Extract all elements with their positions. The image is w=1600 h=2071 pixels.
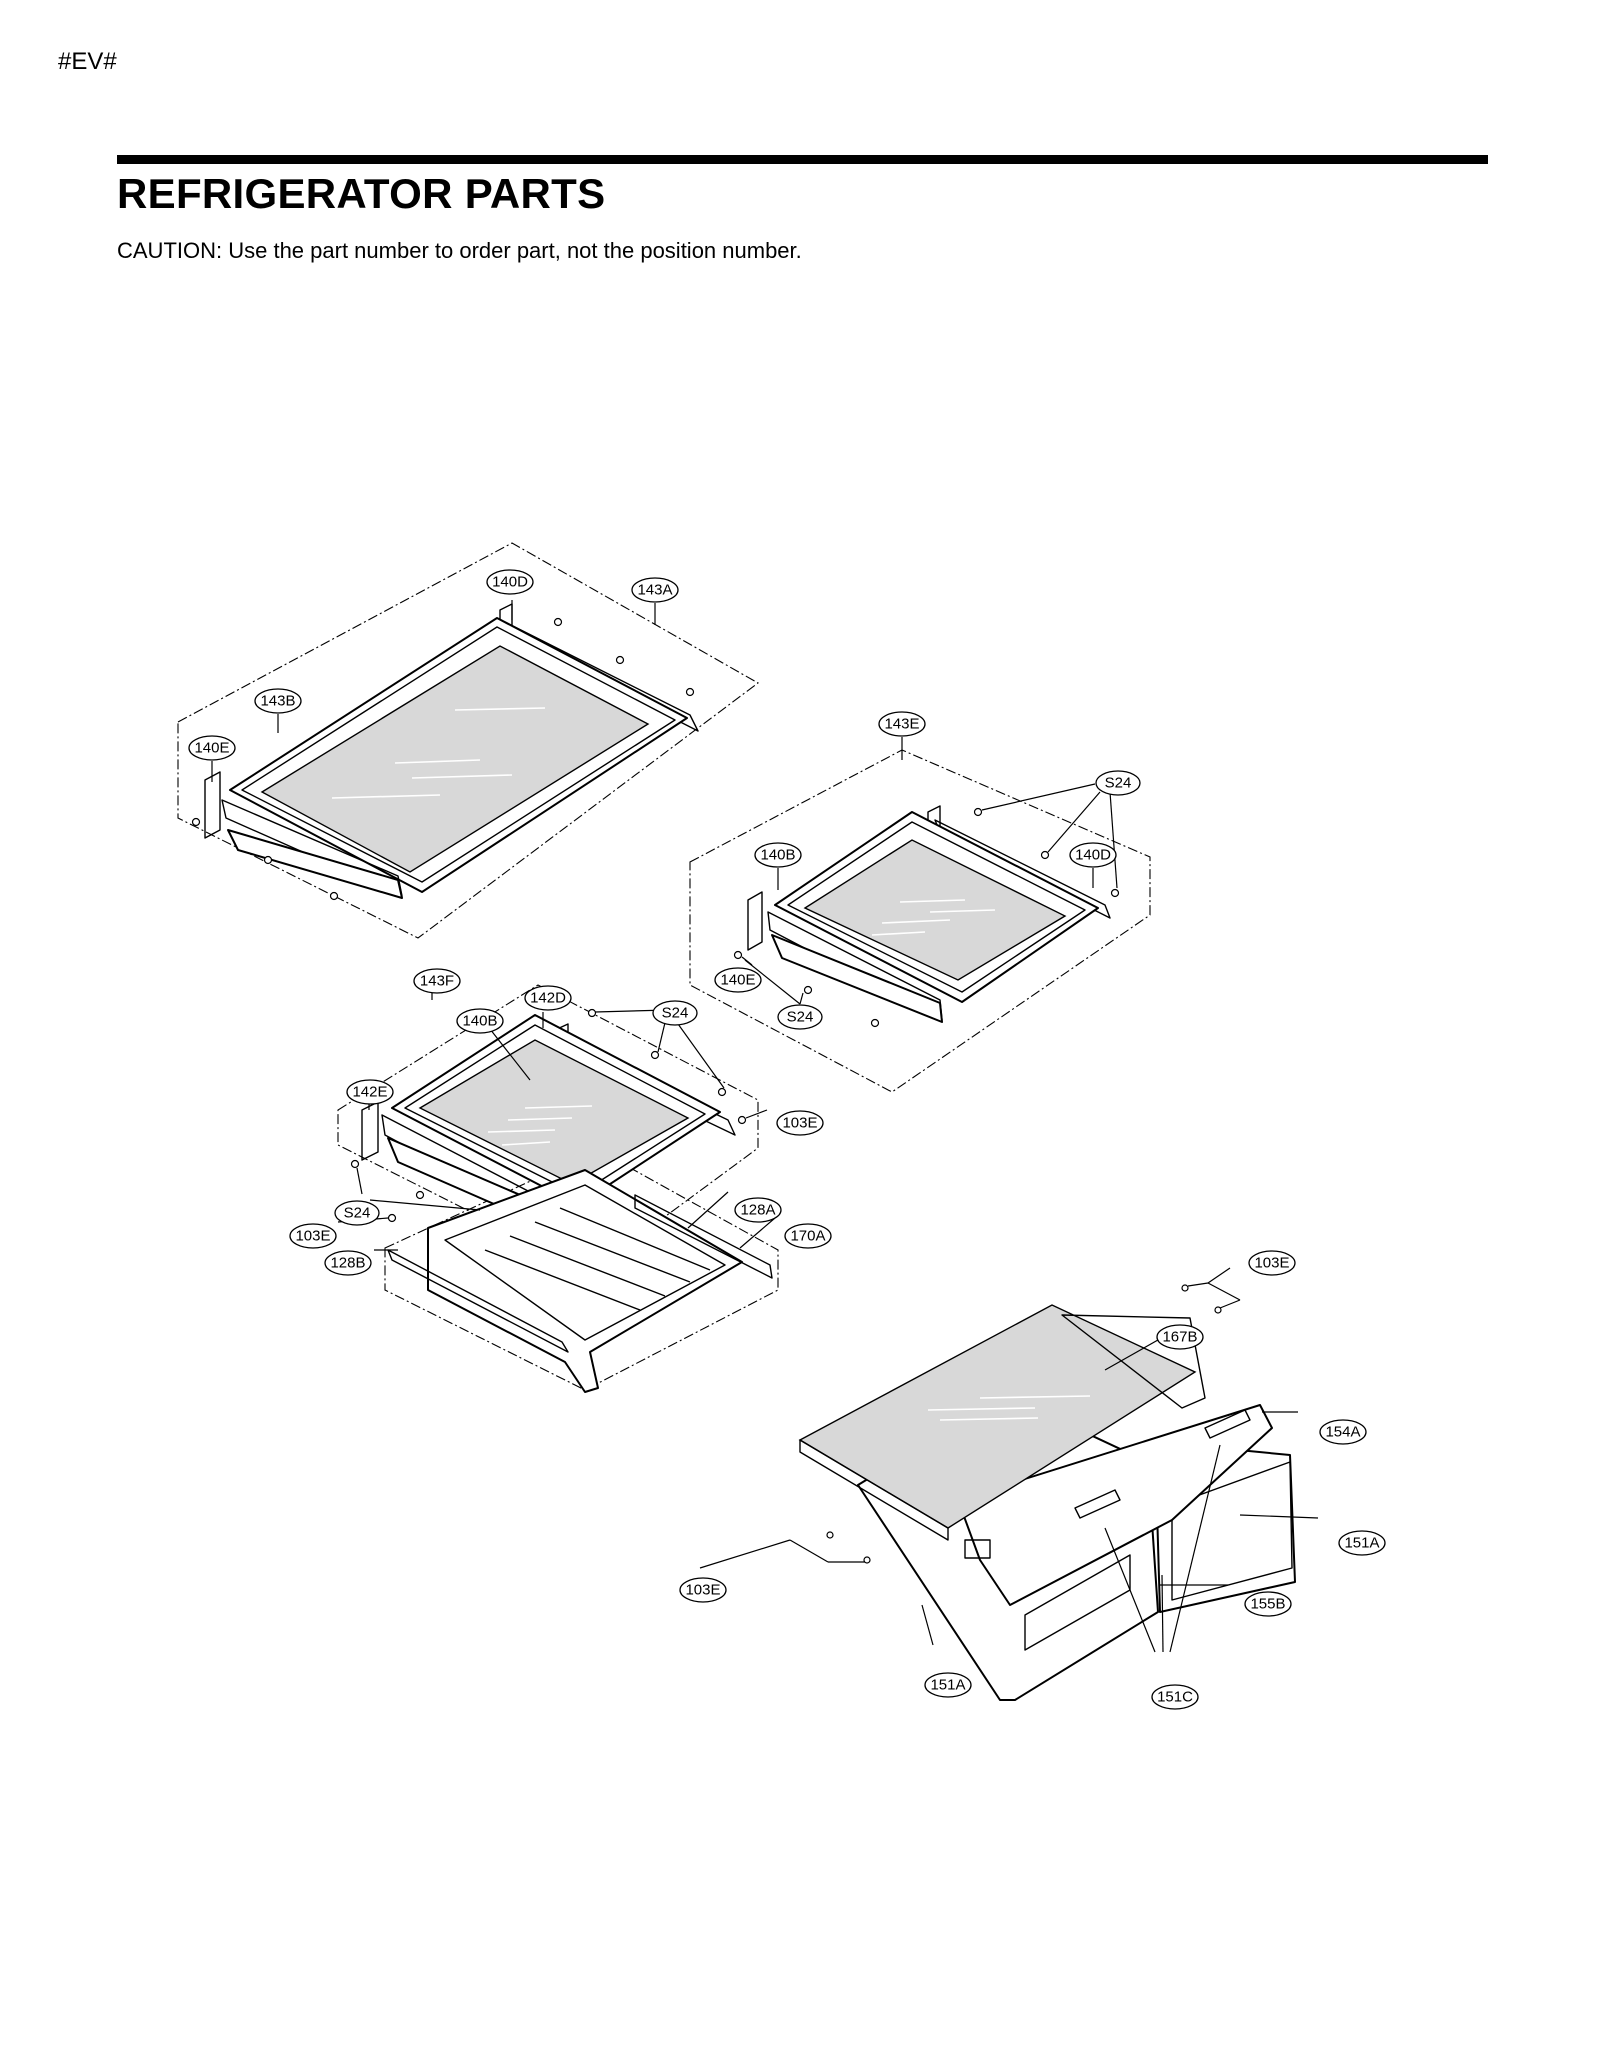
svg-text:140B: 140B — [462, 1013, 497, 1030]
svg-text:143E: 143E — [884, 716, 919, 733]
callout-s24: S24 — [334, 1200, 380, 1226]
svg-text:140D: 140D — [1075, 847, 1111, 864]
svg-text:140D: 140D — [492, 574, 528, 591]
svg-text:167B: 167B — [1162, 1329, 1197, 1346]
svg-text:103E: 103E — [782, 1115, 817, 1132]
svg-text:S24: S24 — [662, 1005, 689, 1022]
callout-142e: 142E — [346, 1079, 394, 1105]
callout-151a: 151A — [924, 1672, 972, 1698]
svg-text:170A: 170A — [790, 1228, 825, 1245]
svg-text:128A: 128A — [740, 1202, 775, 1219]
svg-text:103E: 103E — [685, 1582, 720, 1599]
callout-103e: 103E — [679, 1577, 727, 1603]
callout-s24: S24 — [652, 1000, 698, 1026]
svg-text:S24: S24 — [344, 1205, 371, 1222]
svg-text:140B: 140B — [760, 847, 795, 864]
callout-140e: 140E — [714, 967, 762, 993]
svg-text:143A: 143A — [637, 582, 672, 599]
svg-text:155B: 155B — [1250, 1596, 1285, 1613]
svg-text:S24: S24 — [1105, 775, 1132, 792]
callout-103e: 103E — [1248, 1250, 1296, 1276]
header-rule — [117, 155, 1488, 164]
callout-103e: 103E — [289, 1223, 337, 1249]
svg-text:151A: 151A — [1344, 1535, 1379, 1552]
callout-155b: 155B — [1244, 1591, 1292, 1617]
shelf-assembly-large — [177, 542, 760, 939]
svg-text:151C: 151C — [1157, 1689, 1193, 1706]
shelf-and-drawer-assembly — [337, 981, 779, 1393]
callout-170a: 170A — [784, 1223, 832, 1249]
callout-143a: 143A — [631, 577, 679, 603]
svg-text:128B: 128B — [330, 1255, 365, 1272]
callout-151c: 151C — [1151, 1684, 1199, 1710]
callout-140d: 140D — [1069, 842, 1117, 868]
callout-167b: 167B — [1156, 1324, 1204, 1350]
crisper-assembly — [699, 1267, 1319, 1701]
callout-142d: 142D — [524, 985, 572, 1011]
callout-128a: 128A — [734, 1197, 782, 1223]
document-code: #EV# — [58, 48, 117, 75]
callout-143b: 143B — [254, 688, 302, 714]
callout-154a: 154A — [1319, 1419, 1367, 1445]
svg-text:143F: 143F — [420, 973, 454, 990]
callout-140b: 140B — [754, 842, 802, 868]
callout-143e: 143E — [878, 711, 926, 737]
svg-text:140E: 140E — [720, 972, 755, 989]
callout-s24: S24 — [1095, 770, 1141, 796]
svg-text:142D: 142D — [530, 990, 566, 1007]
callout-151a: 151A — [1338, 1530, 1386, 1556]
svg-text:151A: 151A — [930, 1677, 965, 1694]
svg-text:S24: S24 — [787, 1009, 814, 1026]
callout-128b: 128B — [324, 1250, 372, 1276]
svg-text:142E: 142E — [352, 1084, 387, 1101]
callout-140e: 140E — [188, 735, 236, 761]
callout-140d: 140D — [486, 569, 534, 595]
svg-text:103E: 103E — [1254, 1255, 1289, 1272]
callout-103e: 103E — [776, 1110, 824, 1136]
callout-143f: 143F — [413, 968, 461, 994]
page-title: REFRIGERATOR PARTS — [117, 170, 606, 217]
svg-text:143B: 143B — [260, 693, 295, 710]
svg-text:154A: 154A — [1325, 1424, 1360, 1441]
callout-s24: S24 — [777, 1004, 823, 1030]
callout-140b: 140B — [456, 1008, 504, 1034]
caution-note: CAUTION: Use the part number to order pa… — [117, 238, 802, 263]
shelf-assembly-medium — [689, 737, 1151, 1093]
svg-text:103E: 103E — [295, 1228, 330, 1245]
svg-text:140E: 140E — [194, 740, 229, 757]
